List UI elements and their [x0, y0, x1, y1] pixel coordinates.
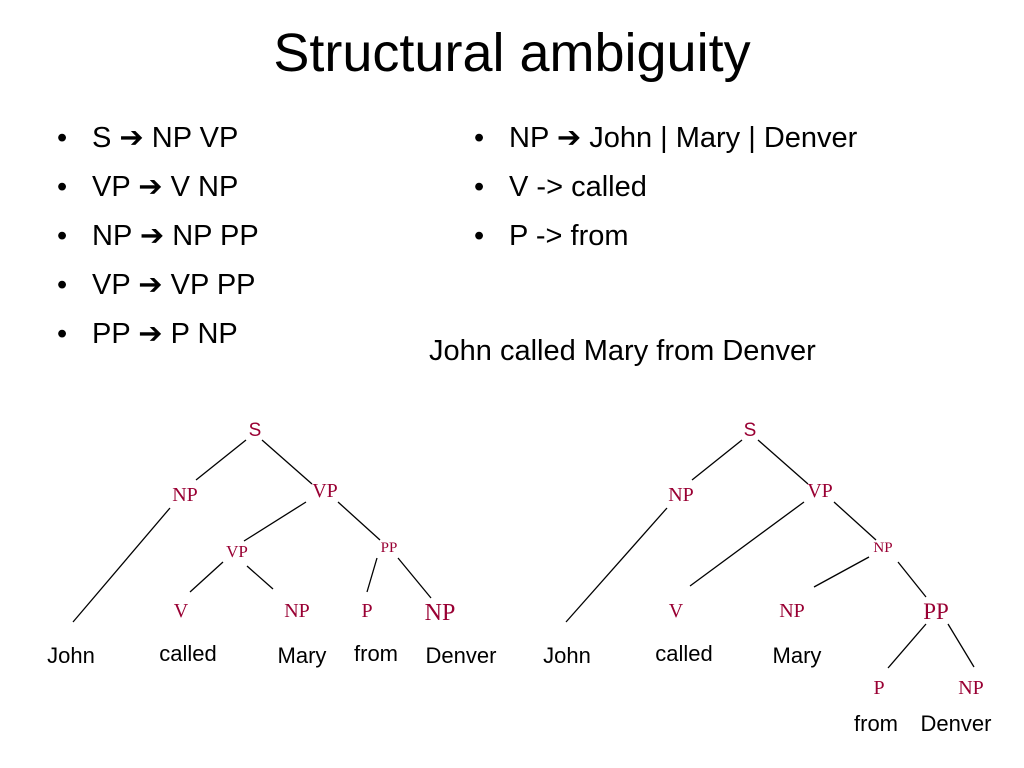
rule-item: • VP ➔ VP PP	[57, 261, 259, 310]
tree-node-p: P	[873, 677, 884, 699]
rule-rhs: from	[570, 220, 629, 252]
rule-lhs: VP	[92, 171, 131, 203]
bullet-icon: •	[474, 171, 485, 203]
bullet-icon: •	[474, 122, 485, 154]
rule-item: • V -> called	[474, 163, 857, 212]
rule-lhs: NP	[509, 122, 549, 154]
tree-edge	[366, 557, 378, 593]
tree-node-np: NP	[958, 677, 984, 699]
rule-lhs: VP	[92, 269, 131, 301]
tree-node-vp: VP	[807, 480, 833, 502]
rule-item: • NP ➔ John | Mary | Denver	[474, 114, 857, 163]
parse-tree-np-attachment: S NP VP NP V NP PP P NP John called Mary…	[543, 420, 991, 736]
tree-word: John	[543, 643, 591, 668]
tree-node-np: NP	[425, 600, 456, 626]
tree-word: Mary	[278, 643, 327, 668]
tree-edge	[565, 507, 668, 623]
tree-edge	[397, 557, 432, 599]
bullet-icon: •	[57, 269, 68, 301]
rule-lhs: NP	[92, 220, 132, 252]
tree-word: John	[47, 643, 95, 668]
tree-word: Mary	[773, 643, 822, 668]
tree-word: from	[354, 641, 398, 666]
bullet-icon: •	[474, 220, 485, 252]
tree-edge	[947, 623, 975, 668]
tree-word: called	[655, 641, 712, 666]
rule-rhs: NP PP	[172, 220, 259, 252]
rule-rhs: VP PP	[170, 269, 256, 301]
grammar-rules-right: •NP ➔ John | Mary | Denver •V -> called …	[474, 114, 857, 261]
rule-item: • P -> from	[474, 212, 857, 261]
arrow-right-icon: ➔	[139, 220, 165, 252]
parse-tree-vp-attachment: S NP VP VP PP V NP P NP John called Mary…	[47, 420, 496, 668]
tree-word: Denver	[921, 711, 992, 736]
bullet-icon: •	[57, 122, 68, 154]
tree-node-np: NP	[172, 484, 198, 506]
example-sentence: John called Mary from Denver	[429, 335, 816, 367]
tree-edge	[887, 623, 927, 669]
tree-node-v: V	[174, 600, 189, 622]
tree-edge	[246, 565, 274, 590]
bullet-icon: •	[57, 318, 68, 350]
tree-node-np: NP	[779, 600, 805, 622]
tree-edge	[243, 501, 307, 542]
rule-item: • PP ➔ P NP	[57, 310, 259, 359]
tree-edge	[833, 501, 877, 541]
tree-word: from	[854, 711, 898, 736]
tree-node-s: S	[744, 420, 757, 441]
rule-lhs: PP	[92, 318, 131, 350]
tree-edge	[813, 556, 870, 588]
rule-rhs: P NP	[170, 318, 238, 350]
rule-rhs: called	[571, 171, 647, 203]
arrow-right-icon: ➔	[119, 122, 144, 154]
tree-edge	[189, 561, 224, 593]
tree-node-np: NP	[873, 540, 892, 556]
tree-node-v: V	[669, 600, 684, 622]
arrow-right-icon: ➔	[138, 269, 163, 301]
tree-edge	[897, 561, 927, 598]
arrow-right-icon: ➔	[138, 171, 163, 203]
tree-node-s: S	[249, 420, 262, 441]
tree-node-np: NP	[284, 600, 310, 622]
tree-edge	[195, 439, 247, 481]
tree-edge	[689, 501, 805, 587]
grammar-rules-left: • S ➔ NP VP • VP ➔ V NP • NP ➔ NP PP • VP ➔ …	[57, 114, 259, 359]
tree-edge	[261, 439, 313, 485]
arrow-right-icon: ➔	[138, 318, 163, 350]
tree-node-pp: PP	[381, 540, 398, 556]
tree-word: called	[159, 641, 216, 666]
rule-rhs: John | Mary | Denver	[589, 122, 858, 154]
rule-rhs: V NP	[170, 171, 239, 203]
tree-node-vp: VP	[226, 542, 248, 561]
tree-node-vp: VP	[312, 480, 338, 502]
bullet-icon: •	[57, 220, 68, 252]
rule-item: • S ➔ NP VP	[57, 114, 259, 163]
tree-node-pp: PP	[923, 599, 949, 624]
tree-edge	[691, 439, 743, 481]
rule-lhs: V	[509, 171, 529, 203]
tree-edge	[72, 507, 171, 623]
tree-edge	[337, 501, 381, 541]
rule-lhs: S	[92, 122, 112, 154]
ascii-arrow: ->	[536, 171, 563, 203]
arrow-right-icon: ➔	[556, 122, 582, 154]
tree-word: Denver	[426, 643, 497, 668]
rule-item: • VP ➔ V NP	[57, 163, 259, 212]
rule-rhs: NP VP	[151, 122, 239, 154]
tree-node-np: NP	[668, 484, 694, 506]
ascii-arrow: ->	[535, 220, 563, 252]
rule-item: • NP ➔ NP PP	[57, 212, 259, 261]
slide-title: Structural ambiguity	[273, 23, 751, 83]
tree-node-p: P	[361, 600, 372, 622]
bullet-icon: •	[57, 171, 68, 203]
rule-lhs: P	[509, 220, 528, 252]
tree-edge	[757, 439, 809, 485]
